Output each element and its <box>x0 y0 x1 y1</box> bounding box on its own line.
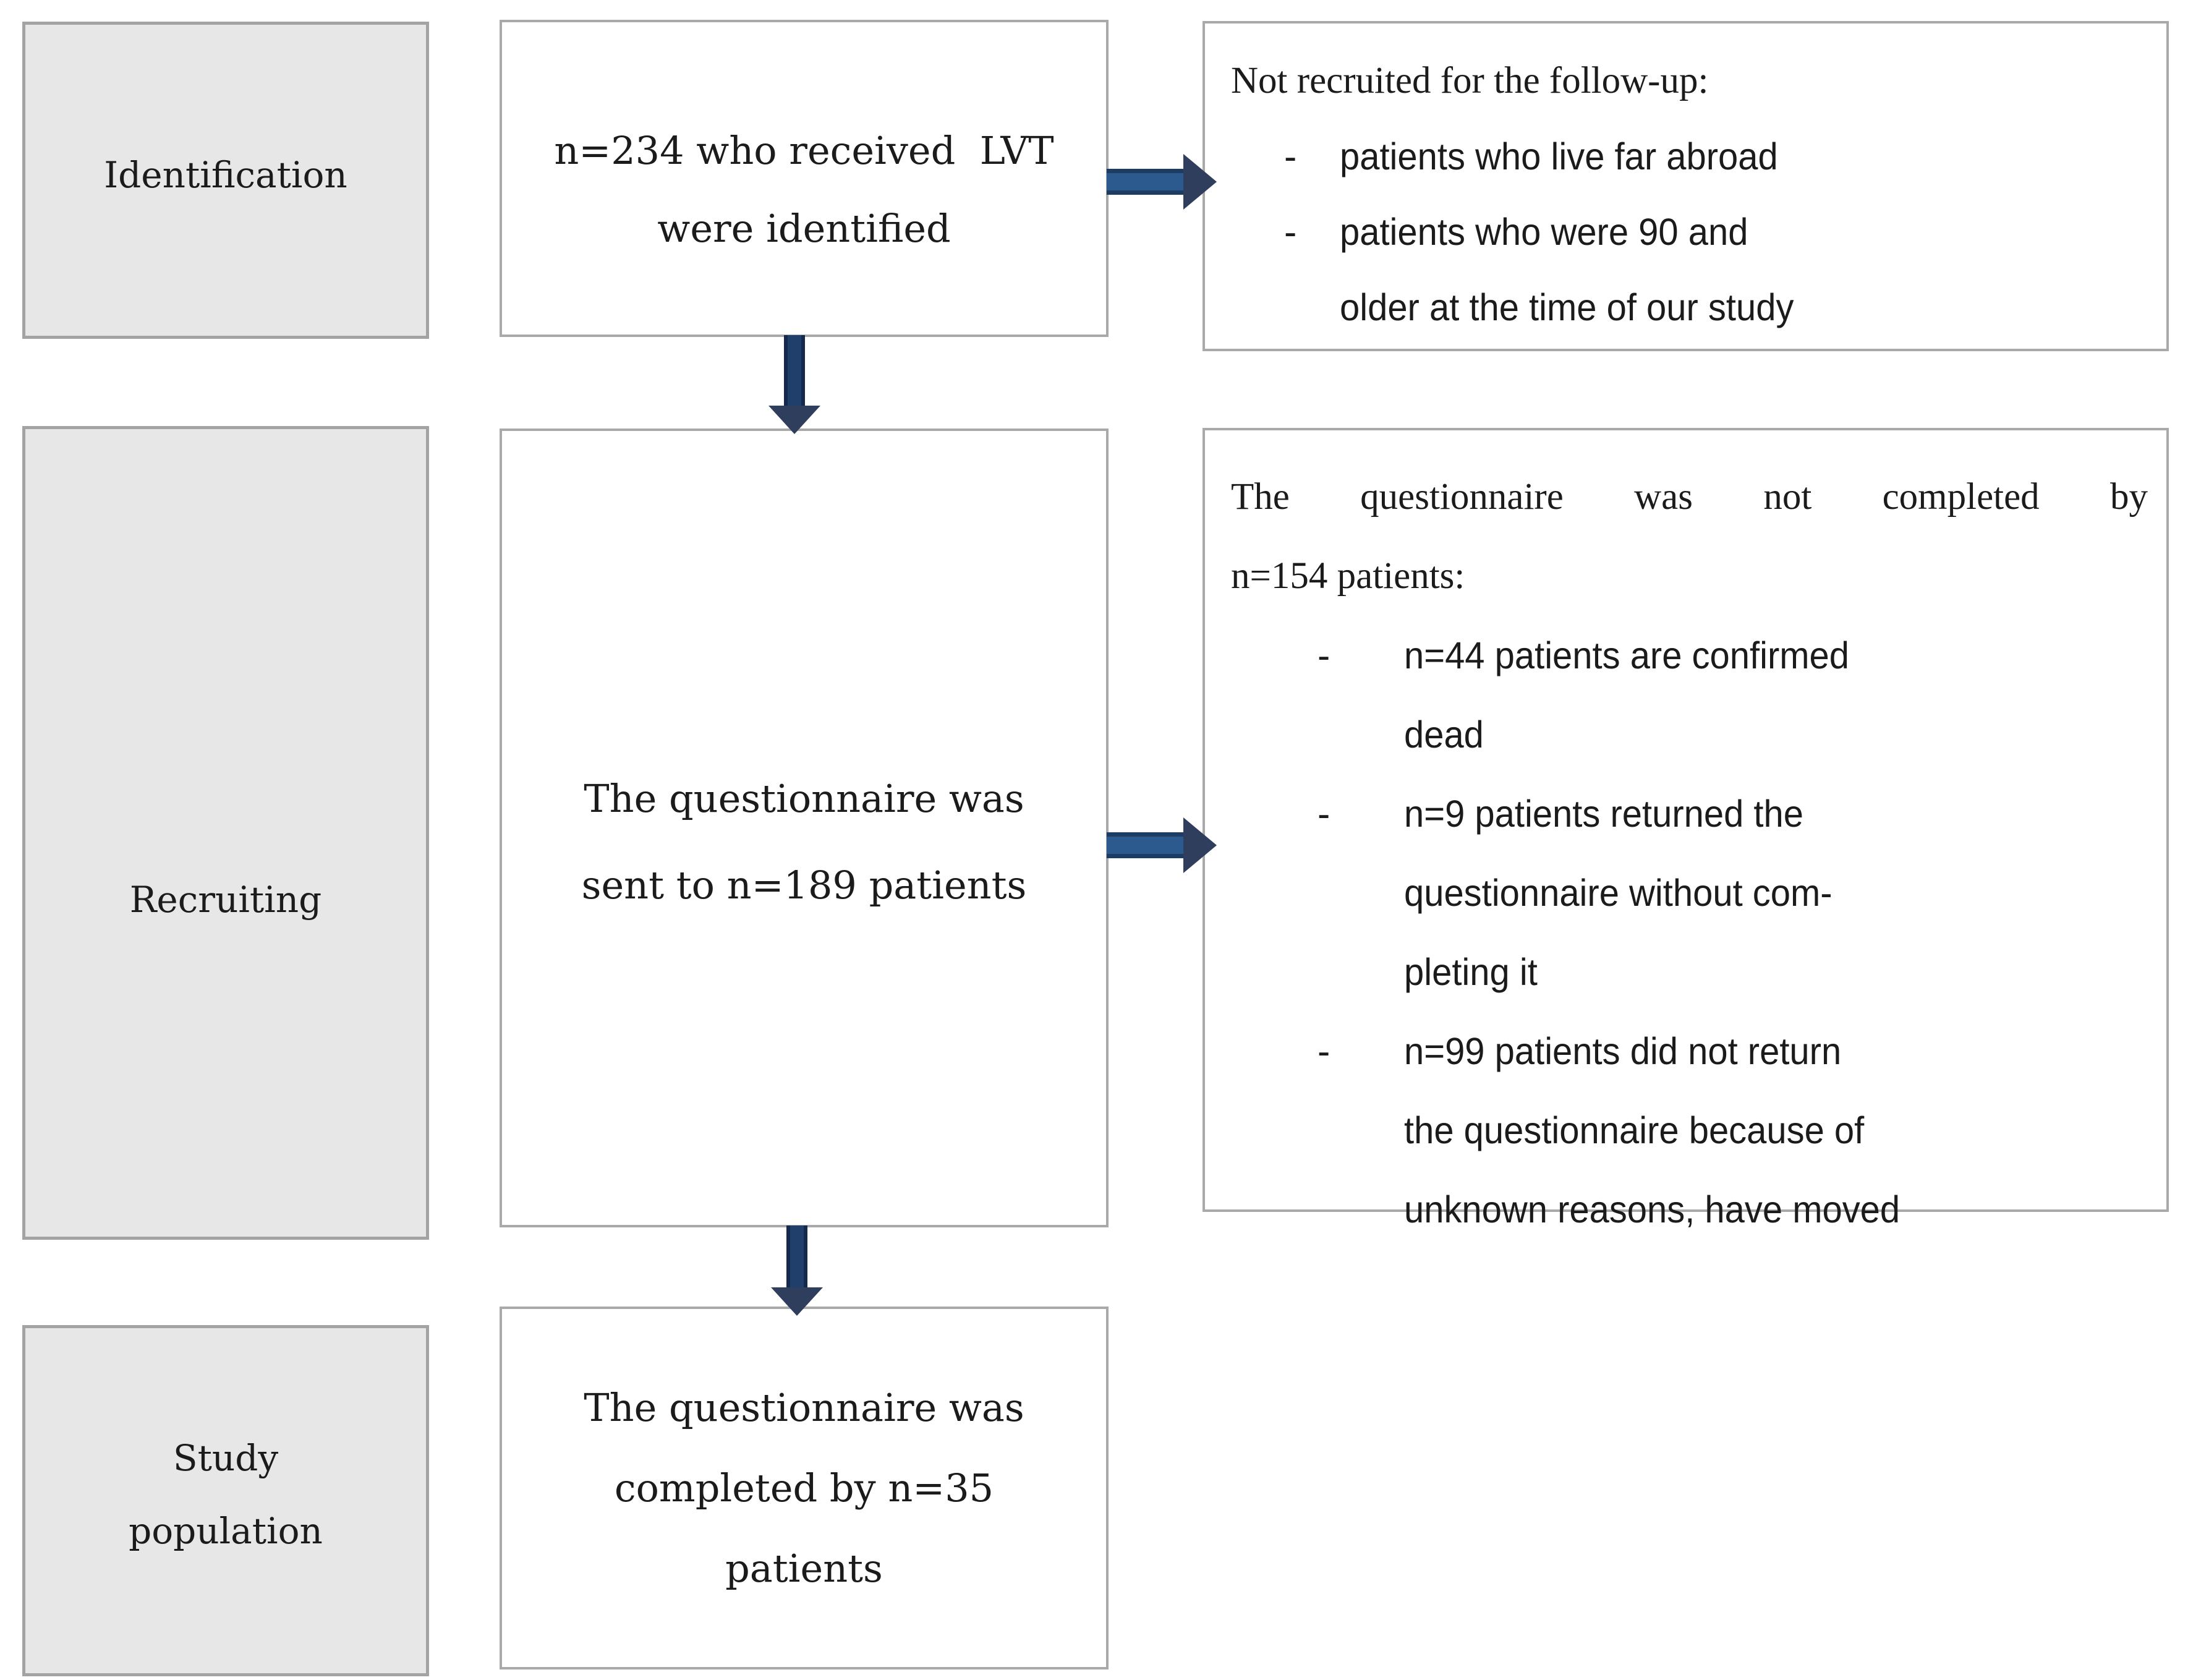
exclusion-box-not-recruited: Not recruited for the follow-up: - patie… <box>1203 21 2169 351</box>
not-completed-header-line2: n=154 patients: <box>1231 555 1465 597</box>
bullet-dash-icon: - <box>1317 1030 1330 1072</box>
not-recruited-bullet-2: - patients who were 90 and older at the … <box>1284 194 2149 345</box>
flow-box-questionnaire-completed: The questionnaire was completed by n=35 … <box>500 1307 1109 1669</box>
flow-box-questionnaire-sent: The questionnaire was sent to n=189 pati… <box>500 429 1109 1227</box>
arrow-down-icon <box>768 406 820 434</box>
arrow-right-icon <box>1183 154 1217 210</box>
not-recruited-bullet-1: - patients who live far abroad <box>1284 119 2149 194</box>
stage-label-identification: Identification <box>104 154 347 196</box>
not-completed-bullet-3: - n=99 patients did not return the quest… <box>1317 1012 2148 1249</box>
bullet-dash-icon: - <box>1284 211 1297 253</box>
bullet-text: patients who were 90 and older at the ti… <box>1340 211 1794 328</box>
arrow-shaft <box>784 335 805 406</box>
arrow-shaft <box>1107 169 1183 195</box>
stage-box-recruiting: Recruiting <box>22 426 429 1240</box>
arrow-shaft <box>1107 832 1183 858</box>
flow-text-questionnaire-sent: The questionnaire was sent to n=189 pati… <box>581 776 1027 908</box>
stage-label-study-population: Study population <box>129 1437 323 1552</box>
bullet-text: patients who live far abroad <box>1340 135 1778 177</box>
stage-label-recruiting: Recruiting <box>129 879 322 921</box>
bullet-dash-icon: - <box>1284 135 1297 177</box>
arrow-right-icon <box>1183 817 1217 873</box>
not-completed-header-line1: The questionnaire was not completed by <box>1231 476 2148 518</box>
not-recruited-header: Not recruited for the follow-up: <box>1231 60 1709 101</box>
stage-box-study-population: Study population <box>22 1325 429 1676</box>
arrow-shaft <box>786 1226 807 1287</box>
flow-text-identified: n=234 who received LVT were identified <box>554 128 1054 251</box>
bullet-text: n=9 patients returned the questionnaire … <box>1404 793 1833 993</box>
stage-box-identification: Identification <box>22 22 429 339</box>
bullet-dash-icon: - <box>1317 793 1330 835</box>
flow-text-questionnaire-completed: The questionnaire was completed by n=35 … <box>584 1385 1024 1591</box>
exclusion-box-not-completed: The questionnaire was not completed by n… <box>1203 428 2169 1230</box>
arrow-down-icon <box>771 1287 823 1316</box>
not-completed-bullet-1: - n=44 patients are confirmed dead <box>1317 616 2148 774</box>
bullet-text: n=99 patients did not return the questio… <box>1404 1030 1901 1230</box>
bullet-dash-icon: - <box>1317 634 1330 676</box>
bullet-text: n=44 patients are confirmed dead <box>1404 634 1849 756</box>
flow-box-identified: n=234 who received LVT were identified <box>500 20 1109 337</box>
not-completed-bullet-2: - n=9 patients returned the questionnair… <box>1317 774 2148 1012</box>
